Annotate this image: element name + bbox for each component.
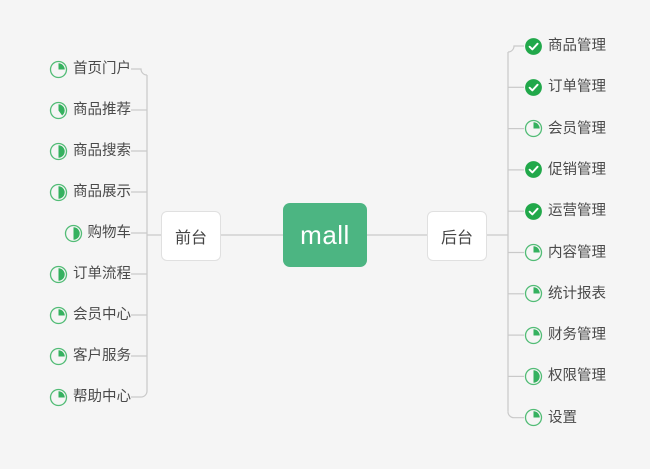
pie-progress-icon: [49, 60, 68, 79]
leaf-label: 帮助中心: [73, 389, 131, 405]
leaf-label: 财务管理: [548, 327, 606, 344]
leaf-label: 会员中心: [73, 307, 131, 323]
check-circle-icon: [524, 78, 543, 97]
leaf-label: 商品展示: [73, 184, 131, 200]
branch-node-backend[interactable]: 后台: [427, 211, 487, 261]
pie-progress-icon: [64, 224, 83, 243]
branch-label-backend: 后台: [440, 230, 473, 247]
leaf-item[interactable]: 订单流程: [0, 263, 131, 285]
leaf-label: 促销管理: [548, 161, 606, 178]
pie-progress-icon: [49, 183, 68, 202]
branch-label-frontend: 前台: [174, 230, 207, 247]
pie-progress-icon: [49, 347, 68, 366]
leaf-label: 商品管理: [548, 38, 606, 54]
pie-progress-icon: [524, 367, 543, 386]
leaf-label: 会员管理: [548, 120, 606, 137]
leaf-item[interactable]: 权限管理: [524, 365, 650, 387]
leaf-label: 内容管理: [548, 244, 606, 261]
check-circle-icon: [524, 160, 543, 179]
leaf-item[interactable]: 设置: [524, 407, 650, 429]
leaf-label: 首页门户: [73, 61, 131, 77]
leaf-item[interactable]: 商品推荐: [0, 99, 131, 121]
leaf-label: 商品推荐: [73, 102, 131, 118]
leaf-label: 运营管理: [548, 203, 606, 220]
leaf-label: 商品搜索: [73, 143, 131, 159]
pie-progress-icon: [49, 306, 68, 325]
leaf-item[interactable]: 购物车: [0, 222, 131, 244]
leaf-label: 设置: [548, 409, 577, 426]
leaf-label: 订单管理: [548, 79, 606, 96]
leaf-item[interactable]: 运营管理: [524, 200, 650, 222]
leaf-label: 客户服务: [73, 348, 131, 364]
pie-progress-icon: [524, 408, 543, 427]
leaf-item[interactable]: 统计报表: [524, 283, 650, 305]
leaf-item[interactable]: 财务管理: [524, 324, 650, 346]
leaf-item[interactable]: 首页门户: [0, 58, 131, 80]
leaf-label: 权限管理: [548, 368, 606, 385]
pie-progress-icon: [524, 284, 543, 303]
pie-progress-icon: [524, 119, 543, 138]
leaf-item[interactable]: 内容管理: [524, 242, 650, 264]
leaf-item[interactable]: 客户服务: [0, 345, 131, 367]
leaf-item[interactable]: 订单管理: [524, 76, 650, 98]
leaf-label: 订单流程: [73, 266, 131, 282]
leaf-item[interactable]: 帮助中心: [0, 386, 131, 408]
leaf-item[interactable]: 商品管理: [524, 35, 650, 57]
check-circle-icon: [524, 37, 543, 56]
pie-progress-icon: [49, 388, 68, 407]
pie-progress-icon: [524, 326, 543, 345]
root-node-mall[interactable]: mall: [283, 203, 367, 267]
pie-progress-icon: [49, 101, 68, 120]
leaf-item[interactable]: 商品搜索: [0, 140, 131, 162]
leaf-item[interactable]: 商品展示: [0, 181, 131, 203]
leaf-item[interactable]: 会员管理: [524, 118, 650, 140]
leaf-item[interactable]: 会员中心: [0, 304, 131, 326]
leaf-label: 统计报表: [548, 285, 606, 302]
root-label: mall: [300, 219, 350, 250]
pie-progress-icon: [49, 142, 68, 161]
pie-progress-icon: [49, 265, 68, 284]
check-circle-icon: [524, 202, 543, 221]
leaf-item[interactable]: 促销管理: [524, 159, 650, 181]
branch-node-frontend[interactable]: 前台: [161, 211, 221, 261]
leaf-label: 购物车: [87, 225, 132, 241]
pie-progress-icon: [524, 243, 543, 262]
